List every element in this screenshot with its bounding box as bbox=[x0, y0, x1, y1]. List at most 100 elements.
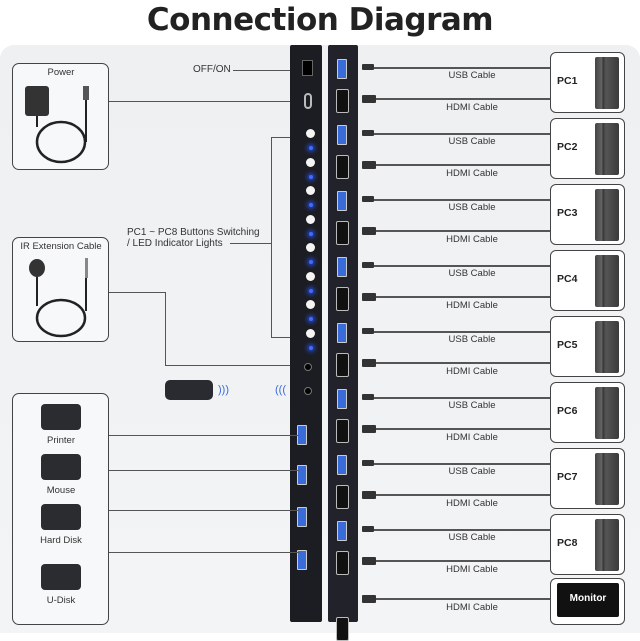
usb-cable-label: USB Cable bbox=[448, 532, 496, 543]
pc3-switch-button[interactable] bbox=[306, 186, 315, 195]
hdmi-cable-label: HDMI Cable bbox=[446, 564, 498, 575]
hdmi-cable bbox=[376, 230, 550, 232]
pc-label: PC8 bbox=[557, 537, 578, 549]
pc-label: PC3 bbox=[557, 207, 578, 219]
hdmi-cable bbox=[376, 362, 550, 364]
monitor-hdmi-cable bbox=[376, 598, 550, 600]
pc-box-3: PC3 bbox=[550, 184, 625, 245]
usb-plug bbox=[362, 64, 374, 70]
usb-port bbox=[337, 59, 347, 79]
power-adapter-icon bbox=[25, 86, 89, 164]
front-usb-port bbox=[297, 550, 307, 570]
hdmi-port bbox=[336, 419, 349, 443]
hdmi-cable-label: HDMI Cable bbox=[446, 168, 498, 179]
ir-receiver-signal-icon: ((( bbox=[275, 384, 286, 396]
pc-tower-icon bbox=[595, 387, 619, 439]
usb-cable-label: USB Cable bbox=[448, 400, 496, 411]
pc8-switch-button[interactable] bbox=[306, 328, 315, 338]
power-box: Power bbox=[12, 63, 109, 170]
peripheral-cable bbox=[109, 435, 299, 436]
ir-port bbox=[304, 363, 312, 371]
pc-label: PC6 bbox=[557, 405, 578, 417]
pc2-led-indicator bbox=[309, 174, 313, 179]
hdmi-cable-label: HDMI Cable bbox=[446, 234, 498, 245]
usb-cable bbox=[374, 331, 550, 333]
usb-cable bbox=[374, 67, 550, 69]
pc-tower-icon bbox=[595, 453, 619, 505]
pc-label: PC2 bbox=[557, 141, 578, 153]
hdmi-cable-label: HDMI Cable bbox=[446, 102, 498, 113]
usb-c-power-port bbox=[304, 93, 312, 109]
pc-tower-icon bbox=[595, 57, 619, 109]
kvm-front-panel bbox=[290, 45, 322, 622]
usb-cable bbox=[374, 529, 550, 531]
power-switch[interactable] bbox=[302, 60, 313, 76]
pc-box-7: PC7 bbox=[550, 448, 625, 509]
kvm-back-panel bbox=[328, 45, 358, 641]
peripheral-cable bbox=[109, 510, 299, 511]
monitor-cable-label: HDMI Cable bbox=[446, 602, 498, 613]
diagram-title: Connection Diagram bbox=[146, 2, 494, 38]
pc-box-8: PC8 bbox=[550, 514, 625, 575]
usb-cable-label: USB Cable bbox=[448, 202, 496, 213]
pc1-switch-button[interactable] bbox=[306, 129, 315, 138]
ir-label: IR Extension Cable bbox=[20, 241, 102, 252]
wireless-signal-icon: ))) bbox=[218, 384, 229, 396]
usb-plug bbox=[362, 130, 374, 136]
usb-cable-label: USB Cable bbox=[448, 334, 496, 345]
hdmi-cable bbox=[376, 164, 550, 166]
hdmi-port bbox=[336, 221, 349, 245]
pc6-led-indicator bbox=[309, 288, 313, 293]
hdmi-plug bbox=[362, 161, 376, 169]
usb-port bbox=[337, 191, 347, 211]
pc-label: PC7 bbox=[557, 471, 578, 483]
hdmi-cable-label: HDMI Cable bbox=[446, 366, 498, 377]
pc-box-6: PC6 bbox=[550, 382, 625, 443]
hdmi-plug bbox=[362, 491, 376, 499]
hdmi-plug bbox=[362, 557, 376, 565]
pc8-led-indicator bbox=[309, 345, 313, 350]
hdmi-cable-label: HDMI Cable bbox=[446, 498, 498, 509]
usb-cable bbox=[374, 199, 550, 201]
usb-cable bbox=[374, 133, 550, 135]
pc4-switch-button[interactable] bbox=[306, 214, 315, 224]
pc4-led-indicator bbox=[309, 231, 313, 236]
usb-port bbox=[337, 257, 347, 277]
pc6-switch-button[interactable] bbox=[306, 271, 315, 281]
peripheral-label: Printer bbox=[47, 435, 75, 446]
remote-control-icon bbox=[165, 380, 213, 400]
ir-cable-box: IR Extension Cable bbox=[12, 237, 109, 342]
peripheral-cable bbox=[109, 470, 299, 471]
pc-label: PC5 bbox=[557, 339, 578, 351]
ir-cable-icon bbox=[29, 258, 88, 338]
hdmi-plug bbox=[362, 359, 376, 367]
pc-box-1: PC1 bbox=[550, 52, 625, 113]
hdmi-cable bbox=[376, 494, 550, 496]
hdmi-port bbox=[336, 353, 349, 377]
usb-plug bbox=[362, 460, 374, 466]
pc-tower-icon bbox=[595, 189, 619, 241]
leds-label: / LED Indicator Lights bbox=[127, 238, 223, 249]
ir-receiver bbox=[304, 387, 312, 395]
peripheral-label: Hard Disk bbox=[40, 535, 82, 546]
peripheral-label: Mouse bbox=[46, 485, 76, 496]
hdmi-cable bbox=[376, 98, 550, 100]
printer-icon bbox=[41, 404, 81, 430]
pc5-switch-button[interactable] bbox=[306, 243, 315, 252]
hard-disk-icon bbox=[41, 504, 81, 530]
pc7-switch-button[interactable] bbox=[306, 300, 315, 309]
power-label: Power bbox=[47, 67, 75, 78]
hdmi-port bbox=[336, 89, 349, 113]
mouse-icon bbox=[41, 454, 81, 480]
off-on-label: OFF/ON bbox=[193, 64, 231, 75]
pc-box-5: PC5 bbox=[550, 316, 625, 377]
pc-tower-icon bbox=[595, 519, 619, 571]
usb-port bbox=[337, 521, 347, 541]
hdmi-cable-label: HDMI Cable bbox=[446, 300, 498, 311]
usb-plug bbox=[362, 328, 374, 334]
pc-tower-icon bbox=[595, 255, 619, 307]
hdmi-cable bbox=[376, 296, 550, 298]
pc2-switch-button[interactable] bbox=[306, 157, 315, 167]
hdmi-cable bbox=[376, 428, 550, 430]
hdmi-plug bbox=[362, 425, 376, 433]
